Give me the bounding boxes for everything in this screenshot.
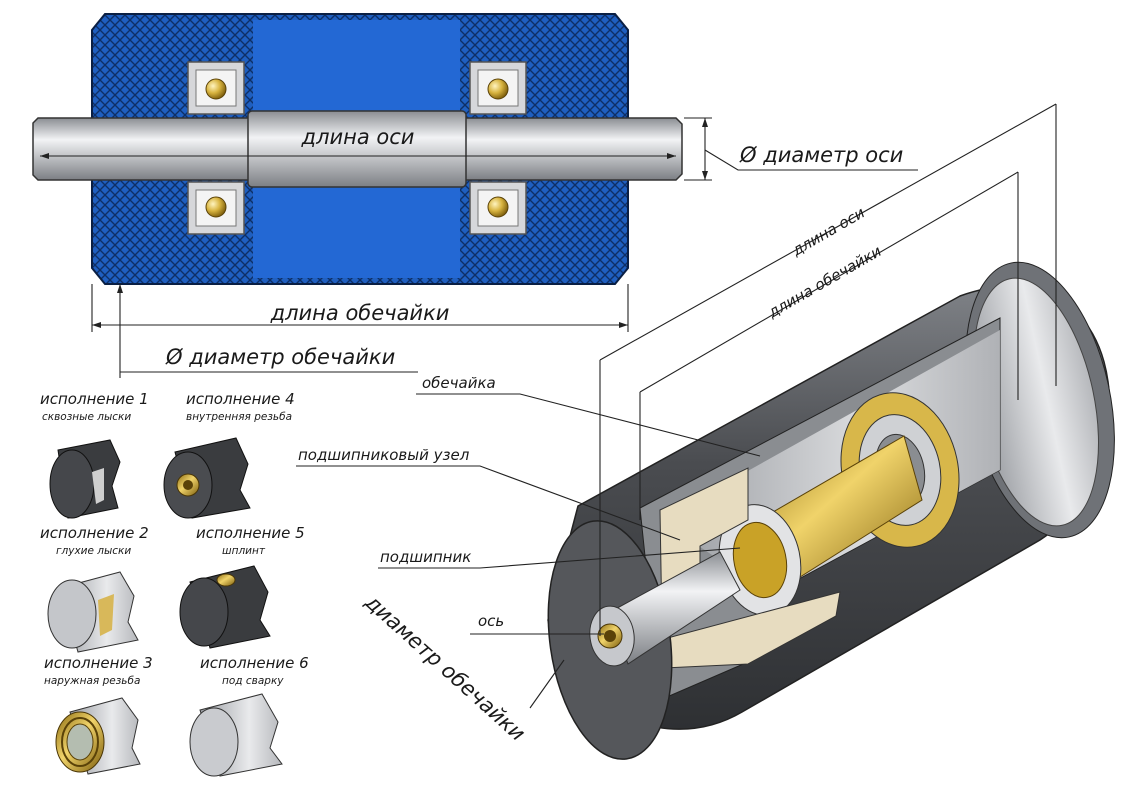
axle-label: ось [478,612,504,630]
bearing-bottom-right [469,181,527,235]
variant-2-shaft-end [47,571,139,653]
iso-axle-length-dim [599,103,1057,361]
shell-leader [416,393,761,457]
variant-1-shaft-end [49,439,121,519]
variant-5-title: исполнение 5 [196,524,305,542]
iso-shell-diameter-leader [529,659,565,709]
variant-1-subtitle: сквозные лыски [42,411,131,423]
variant-5-shaft-end [179,565,271,649]
variant-1-title: исполнение 1 [40,390,149,408]
variant-4-subtitle: внутренняя резьба [186,411,292,423]
iso-shell-length-label: длина обечайки [764,242,885,322]
axle-hub [247,110,467,188]
shell-length-line [91,284,629,332]
shell-diameter-line [119,284,418,378]
bearing-top-left [187,61,245,115]
iso-shell-diameter-label: диаметр обечайки [360,589,530,745]
variant-6-shaft-end [189,693,283,777]
front-axle-diameter-label: Ø диаметр оси [739,143,903,167]
variant-6-title: исполнение 6 [200,654,309,672]
iso-axle-length-label: длина оси [788,203,868,260]
variant-3-subtitle: наружная резьба [44,675,140,687]
variant-3-shaft-end [55,697,141,775]
variants-panel: исполнение 1 сквозные лыски исполнение 4… [40,390,309,777]
shell-label: обечайка [422,374,496,392]
bearing-unit-label: подшипниковый узел [298,446,470,464]
variant-3-title: исполнение 3 [44,654,153,672]
variant-4-title: исполнение 4 [186,390,295,408]
front-axle-length-label: длина оси [301,125,415,149]
bearing-bottom-left [187,181,245,235]
front-shell-diameter-label: Ø диаметр обечайки [165,345,395,369]
variant-2-title: исполнение 2 [40,524,149,542]
bearing-unit-leader [296,465,681,541]
iso-shell-length-dim [639,171,1019,393]
variant-6-subtitle: под сварку [222,675,284,687]
bearing-top-right [469,61,527,115]
variant-4-shaft-end [163,437,251,519]
front-section-view: длина оси Ø диаметр оси длина обечайки Ø… [32,13,918,378]
axle-diameter-leader [684,117,918,181]
variant-5-subtitle: шплинт [222,545,266,557]
bearing-label: подшипник [380,548,471,566]
front-shell-length-label: длина обечайки [270,301,450,325]
bearing-leader [378,547,741,569]
variant-2-subtitle: глухие лыски [56,545,131,557]
